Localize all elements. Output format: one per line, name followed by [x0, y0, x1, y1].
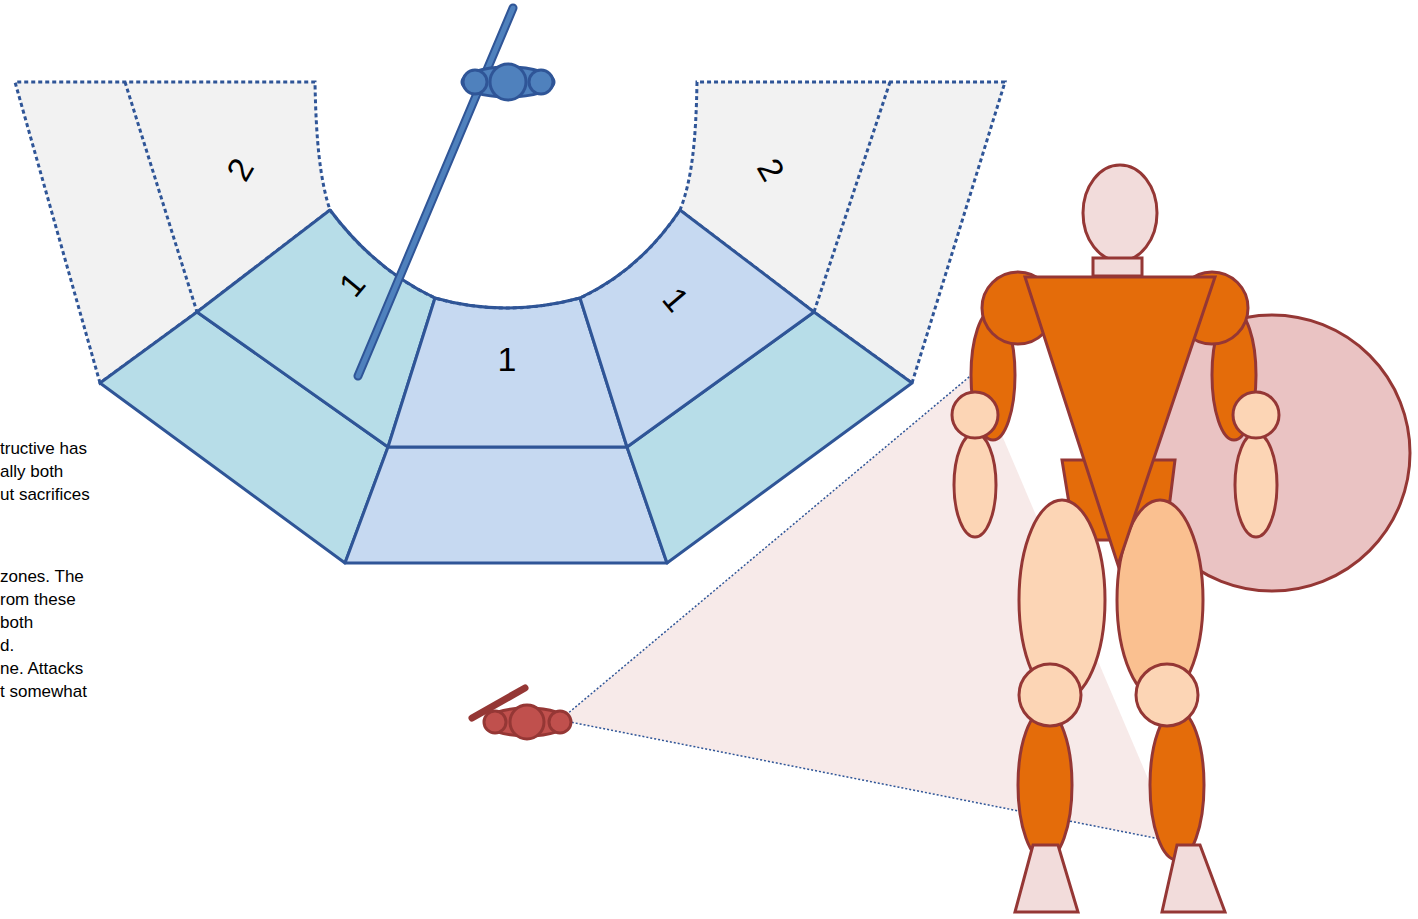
- figure-head: [490, 64, 526, 100]
- note-text-fragment: ally both: [0, 463, 63, 482]
- note-text-fragment: rom these: [0, 591, 76, 610]
- shin: [1018, 710, 1072, 860]
- zone-divider: [125, 82, 197, 312]
- figure-hand: [529, 70, 553, 94]
- cone-edge: [560, 720, 1175, 842]
- note-text-fragment: ne. Attacks: [0, 660, 83, 679]
- shin: [1150, 710, 1204, 860]
- foot: [1015, 845, 1078, 912]
- cone-edge: [560, 372, 975, 720]
- figure-hand: [549, 711, 571, 733]
- figure-hand: [484, 711, 506, 733]
- knee: [1019, 664, 1081, 726]
- forearm: [1235, 433, 1277, 537]
- red-attacker: [472, 688, 571, 739]
- elbow: [952, 392, 998, 438]
- blue-attacker: [358, 8, 554, 376]
- note-text-fragment: d.: [0, 637, 14, 656]
- note-text-fragment: t somewhat: [0, 683, 87, 702]
- zone-divider: [814, 82, 890, 312]
- weapon: [358, 8, 513, 376]
- figure-hand: [463, 70, 487, 94]
- note-text-fragment: zones. The: [0, 568, 84, 587]
- target-figure: [952, 165, 1410, 912]
- figure-head: [510, 705, 544, 739]
- neck: [1093, 258, 1142, 276]
- note-text-fragment: both: [0, 614, 33, 633]
- zone-number: 1: [498, 341, 517, 378]
- head: [1083, 165, 1157, 261]
- weapon-outline: [358, 8, 513, 376]
- note-text-fragment: tructive has: [0, 440, 87, 459]
- foot: [1162, 845, 1225, 912]
- knee: [1136, 664, 1198, 726]
- inner-zones: [100, 210, 912, 563]
- zone-inner-arc: [330, 210, 680, 308]
- note-text-fragment: ut sacrifices: [0, 486, 90, 505]
- elbow: [1233, 392, 1279, 438]
- zone-one-right: [580, 210, 814, 447]
- zone-ring-center: [345, 447, 667, 563]
- torso: [1025, 277, 1215, 565]
- forearm: [954, 433, 996, 537]
